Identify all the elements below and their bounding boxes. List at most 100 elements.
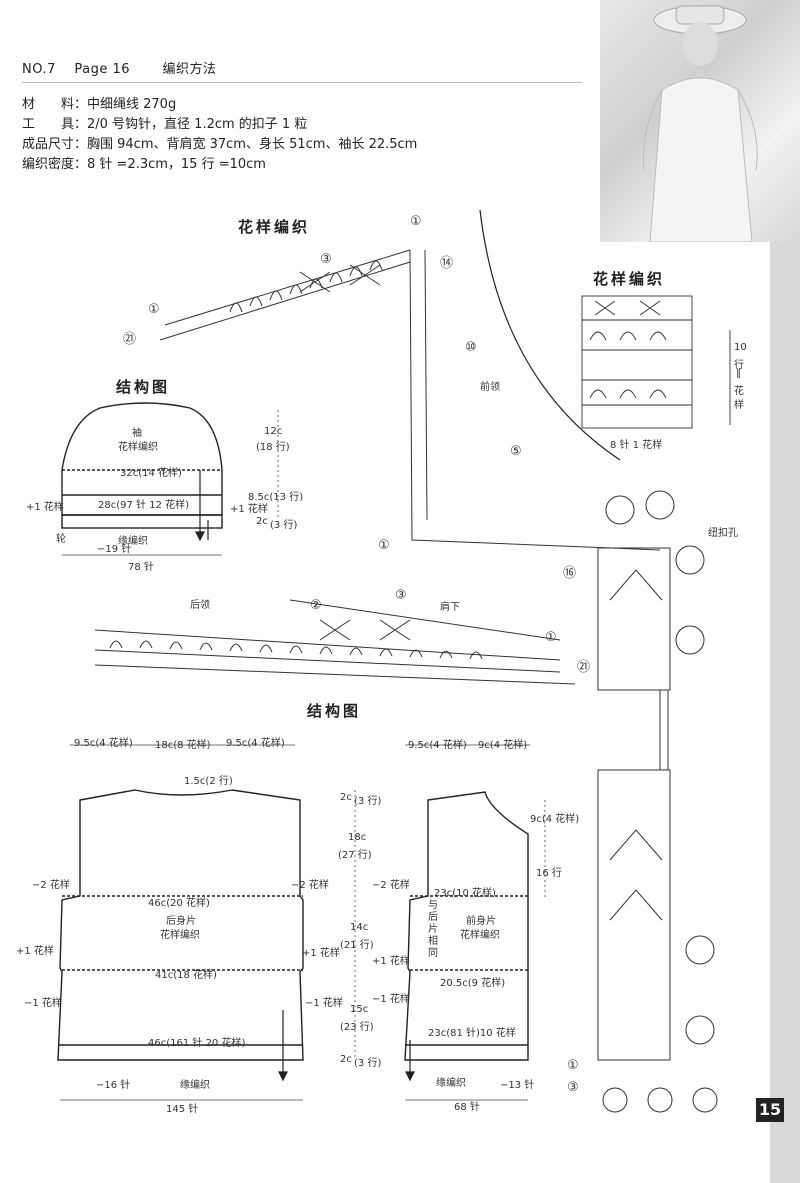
rows-3-top: (3 行)	[354, 796, 382, 807]
sleeve-rows-3: (3 行)	[270, 520, 298, 531]
structure-title-body: 结构图	[307, 702, 362, 720]
row-marker-16: ⑯	[563, 566, 577, 581]
height-2-bottom: 2c	[340, 1054, 352, 1065]
swatch-yang: 样	[734, 400, 744, 411]
row-marker-1-bottom: ①	[567, 1058, 579, 1073]
pattern-title-swatch: 花样编织	[593, 270, 666, 288]
rows-27: (27 行)	[338, 850, 372, 861]
swatch-hua: 花	[734, 386, 744, 397]
page-ref: Page 16	[74, 62, 131, 77]
back-piece-name: 后身片	[166, 916, 196, 927]
sleeve-dec: −19 针	[97, 544, 132, 555]
sleeve-round: 轮	[56, 534, 66, 545]
materials: 材 料：中细绳线 270g	[22, 97, 177, 112]
row-marker-14: ⑭	[440, 256, 454, 271]
structure-title-sleeve: 结构图	[116, 378, 171, 396]
back-hem-width: 46c(161 针 20 花样)	[148, 1038, 246, 1049]
back-neck-label: 后领	[190, 600, 210, 611]
front-top-right: 9c(4 花样)	[478, 740, 528, 751]
back-edge: 缘编织	[180, 1080, 210, 1091]
swatch-rows: 10	[734, 342, 747, 353]
back-inc-left: +1 花样	[16, 946, 54, 957]
sleeve-width-32: 32c(14 花样)	[120, 468, 182, 479]
front-top-left: 9.5c(4 花样)	[408, 740, 467, 751]
back-top-left: 9.5c(4 花样)	[74, 738, 133, 749]
back-dec-lower-right: −1 花样	[305, 998, 343, 1009]
sleeve-height-2: 2c	[256, 516, 268, 527]
sleeve-pattern: 花样编织	[118, 442, 158, 453]
row-marker-5: ⑤	[510, 444, 522, 459]
swatch-equals: ‖	[736, 368, 741, 379]
row-marker-1-top: ①	[410, 214, 422, 229]
row-marker-3-top: ③	[320, 252, 332, 267]
sleeve-height-12: 12c	[264, 426, 283, 437]
back-dec-lower-left: −1 花样	[24, 998, 62, 1009]
back-stitches: 145 针	[166, 1104, 199, 1115]
rows-3-bottom: (3 行)	[354, 1058, 382, 1069]
rows-21: (21 行)	[340, 940, 374, 951]
front-width-205: 20.5c(9 花样)	[440, 978, 506, 989]
back-dec-right: −2 花样	[291, 880, 329, 891]
sleeve-plus-right: +1 花样	[230, 504, 268, 515]
sleeve-plus-left: +1 花样	[26, 502, 64, 513]
row-marker-1-left: ①	[148, 302, 160, 317]
height-18: 18c	[348, 832, 367, 843]
front-neck-rows: 16 行	[536, 868, 562, 879]
sleeve-name: 袖	[132, 428, 142, 439]
gauge: 编织密度：8 针 =2.3cm，15 行 =10cm	[22, 157, 266, 172]
back-body-outline	[57, 789, 304, 1061]
row-marker-21-right: ㉑	[577, 660, 591, 675]
model-photo	[600, 0, 800, 242]
back-top-right: 9.5c(4 花样)	[226, 738, 285, 749]
back-piece-pattern: 花样编织	[160, 930, 200, 941]
front-width-23: 23c(10 花样)	[434, 888, 496, 899]
swatch-repeat: 8 针 1 花样	[610, 440, 663, 451]
front-same-as-back: 与后片相同	[428, 900, 438, 959]
row-marker-2: ②	[310, 598, 322, 613]
pattern-header: NO.7 Page 16 编织方法 材 料：中细绳线 270g 工 具：2/0 …	[22, 58, 592, 193]
back-width-41: 41c(18 花样)	[155, 970, 217, 981]
front-piece-pattern: 花样编织	[460, 930, 500, 941]
sleeve-height-85: 8.5c(13 行)	[248, 492, 304, 503]
method-title: 编织方法	[162, 62, 217, 77]
row-marker-10: ⑩	[465, 340, 477, 355]
swatch-row-unit: 行	[734, 360, 744, 371]
model-illustration	[642, 5, 758, 242]
front-dec-2: −2 花样	[372, 880, 410, 891]
back-inc-right: +1 花样	[302, 948, 340, 959]
front-hem-width: 23c(81 针)10 花样	[428, 1028, 516, 1039]
row-marker-1-right: ①	[545, 630, 557, 645]
page-number: 15	[756, 1098, 784, 1122]
row-marker-3-mid: ③	[395, 588, 407, 603]
finished-size: 成品尺寸：胸围 94cm、背肩宽 37cm、身长 51cm、袖长 22.5cm	[22, 137, 418, 152]
header-divider	[22, 82, 582, 83]
front-hem-dec: −13 针	[500, 1080, 535, 1091]
back-neck-depth: 1.5c(2 行)	[184, 776, 233, 787]
rows-23: (23 行)	[340, 1022, 374, 1033]
row-marker-21-top: ㉑	[123, 332, 137, 347]
height-15: 15c	[350, 1004, 369, 1015]
row-marker-3-bottom: ③	[567, 1080, 579, 1095]
front-edge: 缘编织	[436, 1078, 466, 1089]
pattern-number: NO.7	[22, 62, 56, 77]
shoulder-label: 肩下	[440, 602, 460, 613]
sleeve-edge: 缘编织	[118, 536, 148, 547]
row-marker-1-mid: ①	[378, 538, 390, 553]
back-dec-left: −2 花样	[32, 880, 70, 891]
front-inc-1: +1 花样	[372, 956, 410, 967]
sleeve-width-28: 28c(97 针 12 花样)	[98, 500, 190, 511]
front-body-outline	[404, 791, 529, 1061]
sleeve-stitches: 78 针	[128, 562, 154, 573]
back-top-center: 18c(8 花样)	[155, 740, 211, 751]
front-stitches: 68 针	[454, 1102, 480, 1113]
sleeve-cuff	[61, 514, 223, 529]
buttonhole-label: 纽扣孔	[708, 528, 738, 539]
front-dec-1: −1 花样	[372, 994, 410, 1005]
sleeve-rows-18: (18 行)	[256, 442, 290, 453]
back-hem-dec: −16 针	[96, 1080, 131, 1091]
tools: 工 具：2/0 号钩针，直径 1.2cm 的扣子 1 粒	[22, 117, 308, 132]
page-side-bar	[770, 242, 800, 1183]
height-2-top: 2c	[340, 792, 352, 803]
front-piece-name: 前身片	[466, 916, 496, 927]
